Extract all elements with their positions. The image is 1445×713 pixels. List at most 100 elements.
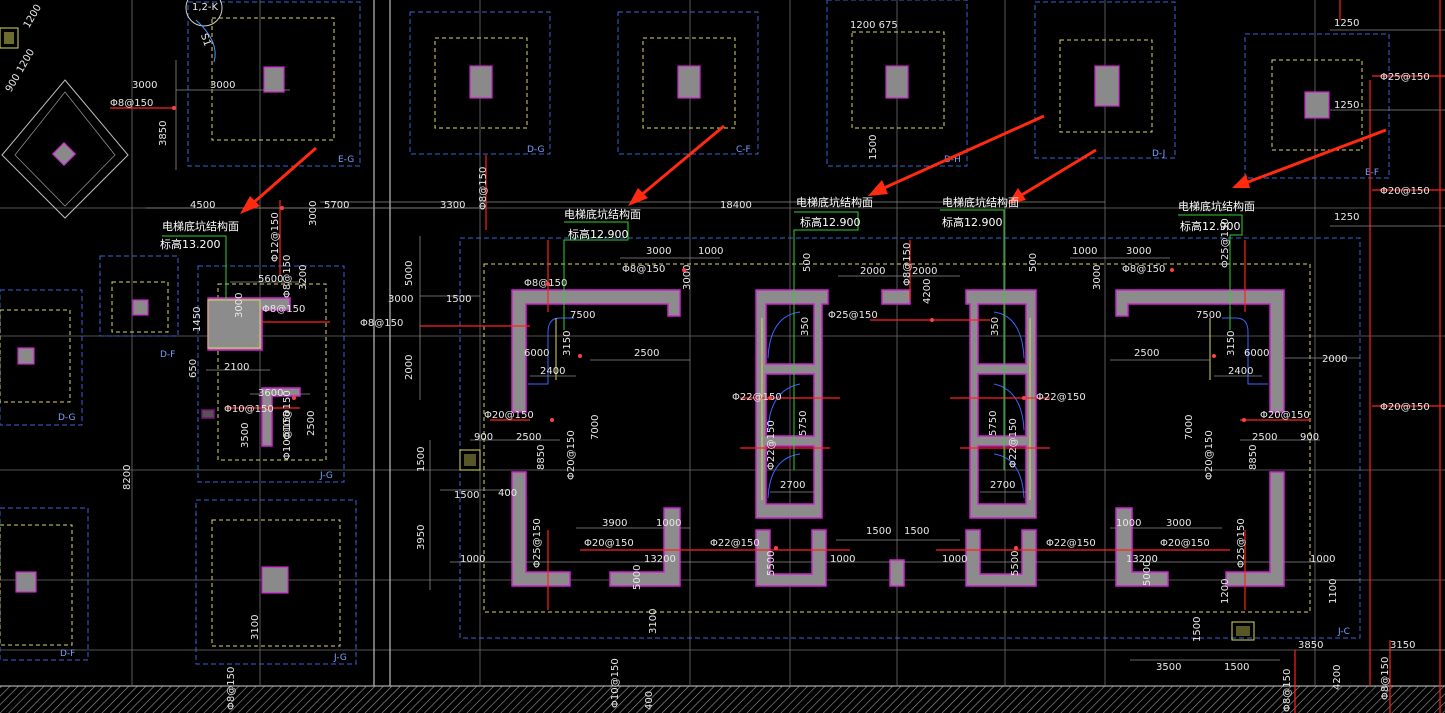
svg-text:1000: 1000 <box>1116 518 1141 529</box>
svg-text:13200: 13200 <box>644 554 676 565</box>
svg-text:5000: 5000 <box>404 261 415 286</box>
svg-text:Φ8@150: Φ8@150 <box>110 98 153 109</box>
svg-text:1500: 1500 <box>1224 662 1249 673</box>
dimension-labels: 3000 3000 3850 4500 5700 3300 18400 1200… <box>122 18 1415 710</box>
svg-text:3200: 3200 <box>298 265 309 290</box>
svg-text:1500: 1500 <box>454 490 479 501</box>
pit-walls-center-right[interactable] <box>965 289 1037 587</box>
svg-text:3000: 3000 <box>234 293 245 318</box>
svg-text:3100: 3100 <box>648 609 659 634</box>
svg-text:Φ20@150: Φ20@150 <box>584 538 634 549</box>
svg-text:4200: 4200 <box>922 279 933 304</box>
svg-text:900: 900 <box>474 432 493 443</box>
svg-text:1100: 1100 <box>1328 579 1339 604</box>
footing-d-g-left[interactable]: D-G <box>0 289 83 426</box>
svg-text:3150: 3150 <box>562 331 573 356</box>
svg-text:8200: 8200 <box>122 465 133 490</box>
pit-walls-right[interactable] <box>1115 289 1285 587</box>
svg-text:2400: 2400 <box>540 366 565 377</box>
svg-text:Φ8@150: Φ8@150 <box>360 318 403 329</box>
svg-text:Φ22@150: Φ22@150 <box>1008 418 1019 468</box>
svg-text:5000: 5000 <box>1142 561 1153 586</box>
svg-text:1250: 1250 <box>1334 100 1359 111</box>
callout-level: 标高12.900 <box>1180 219 1241 233</box>
svg-text:2000: 2000 <box>1322 354 1347 365</box>
grid-tag: D-F <box>160 350 175 360</box>
svg-text:1000: 1000 <box>698 246 723 257</box>
svg-text:Φ25@150: Φ25@150 <box>1380 72 1430 83</box>
svg-text:3500: 3500 <box>240 423 251 448</box>
svg-text:3000: 3000 <box>388 294 413 305</box>
svg-text:Φ22@150: Φ22@150 <box>732 392 782 403</box>
svg-text:3600: 3600 <box>258 388 283 399</box>
svg-text:2000: 2000 <box>860 266 885 277</box>
footing-c-f-top[interactable]: C-F <box>617 11 759 155</box>
svg-text:Φ8@150: Φ8@150 <box>1282 669 1293 712</box>
grid-tag: C-F <box>736 145 751 155</box>
callout-title: 电梯底坑结构面 <box>162 219 239 233</box>
yellow-markers <box>459 449 1255 641</box>
svg-text:1,2-K: 1,2-K <box>192 2 219 13</box>
main-raft[interactable]: J-C <box>459 237 1361 639</box>
svg-text:Φ8@150: Φ8@150 <box>1122 264 1165 275</box>
grid-tag: D-H <box>944 155 961 165</box>
svg-text:6000: 6000 <box>1244 348 1269 359</box>
pit-curves <box>528 311 1268 499</box>
svg-text:350: 350 <box>800 317 811 336</box>
svg-text:1200: 1200 <box>1220 579 1231 604</box>
svg-text:Φ25@150: Φ25@150 <box>828 310 878 321</box>
footing-d-f-left[interactable]: D-F <box>99 255 179 360</box>
svg-text:7000: 7000 <box>590 415 601 440</box>
pit-left-small[interactable]: J-G <box>197 265 345 483</box>
grid-tag: J-C <box>1337 627 1350 637</box>
footing-d-j[interactable]: D-J <box>1034 1 1176 159</box>
svg-text:3000: 3000 <box>1092 265 1103 290</box>
svg-text:Φ20@150: Φ20@150 <box>1160 538 1210 549</box>
svg-text:Φ8@150: Φ8@150 <box>902 243 913 286</box>
svg-text:2500: 2500 <box>1252 432 1277 443</box>
footing-e-f[interactable]: E-F <box>1244 33 1390 179</box>
svg-text:8850: 8850 <box>536 445 547 470</box>
footing-d-g-top[interactable]: D-G <box>409 11 551 155</box>
svg-text:3900: 3900 <box>602 518 627 529</box>
svg-text:Φ25@150: Φ25@150 <box>1220 218 1231 268</box>
grid-tag: J-G <box>333 653 347 663</box>
svg-text:1500: 1500 <box>446 294 471 305</box>
footing-d-f-bottom[interactable]: D-F <box>0 507 89 661</box>
section-mark: 1,2-K S1 <box>185 0 223 63</box>
svg-text:Φ8@150: Φ8@150 <box>622 264 665 275</box>
central-walls[interactable] <box>201 289 911 587</box>
svg-text:7000: 7000 <box>1184 415 1195 440</box>
svg-text:5600: 5600 <box>258 274 283 285</box>
svg-text:3000: 3000 <box>210 80 235 91</box>
svg-text:3000: 3000 <box>646 246 671 257</box>
footing-d-h[interactable]: D-H <box>826 0 968 167</box>
svg-text:1450: 1450 <box>192 307 203 332</box>
svg-text:4200: 4200 <box>1332 665 1343 690</box>
svg-text:5500: 5500 <box>1010 551 1021 576</box>
svg-text:Φ25@150: Φ25@150 <box>532 518 543 568</box>
svg-text:Φ22@150: Φ22@150 <box>1046 538 1096 549</box>
pit-walls-center-left[interactable] <box>755 289 829 587</box>
rebar-lines <box>110 0 1445 713</box>
grid-tag: D-G <box>527 145 545 155</box>
svg-text:Φ20@150: Φ20@150 <box>1204 430 1215 480</box>
callout-title: 电梯底坑结构面 <box>1178 199 1255 213</box>
svg-text:5750: 5750 <box>798 411 809 436</box>
footing-j-g-bottom[interactable]: J-G 3100 <box>195 499 357 665</box>
pit-walls-left[interactable] <box>511 289 681 587</box>
callout-level: 标高12.900 <box>800 215 861 229</box>
yellow-lines <box>555 318 1211 500</box>
svg-text:1200 675: 1200 675 <box>850 20 898 31</box>
svg-text:8850: 8850 <box>1248 445 1259 470</box>
annotation-arrows[interactable] <box>240 114 1387 214</box>
svg-text:1000: 1000 <box>460 554 485 565</box>
svg-text:1250: 1250 <box>1334 212 1359 223</box>
svg-text:7500: 7500 <box>570 310 595 321</box>
svg-text:Φ8@150: Φ8@150 <box>478 167 489 210</box>
footing-e-g[interactable]: E-G <box>187 1 361 167</box>
svg-text:Φ8@150: Φ8@150 <box>524 278 567 289</box>
dimension-lines <box>146 29 1445 661</box>
svg-text:Φ8@150: Φ8@150 <box>226 667 237 710</box>
